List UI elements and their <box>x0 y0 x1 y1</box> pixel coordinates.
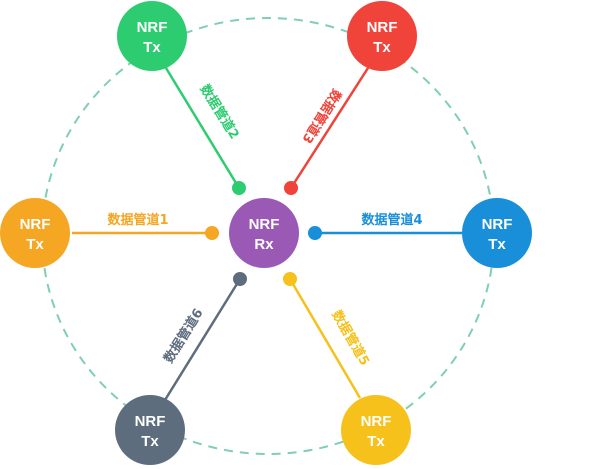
tx-node-2: NRF Tx <box>117 1 187 71</box>
tx-node-2-line2: Tx <box>143 39 161 56</box>
tx-node-2-circle <box>117 1 187 71</box>
tx-node-5-circle <box>341 395 411 465</box>
pipe-1: 数据管道1 <box>72 212 219 240</box>
tx-node-5-line1: NRF <box>361 413 392 430</box>
tx-node-6: NRF Tx <box>115 395 185 465</box>
pipe-6-line <box>163 278 242 401</box>
tx-node-3-circle <box>347 1 417 71</box>
tx-node-1: NRF Tx <box>0 198 70 268</box>
tx-node-4-circle <box>462 198 532 268</box>
pipe-5-label: 数据管道5 <box>328 308 372 369</box>
pipe-5-endpoint <box>283 272 297 286</box>
rx-node-line1: NRF <box>249 216 280 233</box>
pipe-3-line <box>289 67 370 189</box>
pipe-2-line <box>164 67 241 189</box>
pipe-1-endpoint <box>205 226 219 240</box>
pipe-4-endpoint <box>308 226 322 240</box>
pipe-2-endpoint <box>232 181 246 195</box>
pipe-6: 数据管道6 <box>161 272 247 401</box>
pipe-3-endpoint <box>284 181 298 195</box>
tx-node-6-circle <box>115 395 185 465</box>
pipe-4-label: 数据管道4 <box>361 212 422 228</box>
pipe-2: 数据管道2 <box>164 67 246 195</box>
rx-node-line2: Rx <box>254 236 274 253</box>
pipe-6-endpoint <box>233 272 247 286</box>
pipe-5-line <box>288 278 362 399</box>
tx-node-4-line1: NRF <box>482 216 513 233</box>
tx-node-6-line2: Tx <box>141 433 159 450</box>
rx-node: NRF Rx <box>229 198 299 268</box>
tx-node-3: NRF Tx <box>347 1 417 71</box>
pipe-4: 数据管道4 <box>308 212 462 240</box>
tx-node-2-line1: NRF <box>137 19 168 36</box>
tx-node-1-line1: NRF <box>20 216 51 233</box>
tx-node-1-line2: Tx <box>26 236 44 253</box>
pipe-2-label: 数据管道2 <box>196 82 242 142</box>
pipe-6-label: 数据管道6 <box>161 306 207 366</box>
tx-node-5: NRF Tx <box>341 395 411 465</box>
tx-node-3-line2: Tx <box>373 39 391 56</box>
tx-node-3-line1: NRF <box>367 19 398 36</box>
pipe-3: 数据管道3 <box>284 67 370 195</box>
pipe-1-label: 数据管道1 <box>107 212 168 228</box>
tx-node-6-line1: NRF <box>135 413 166 430</box>
pipe-5: 数据管道5 <box>283 272 373 399</box>
tx-node-5-line2: Tx <box>367 433 385 450</box>
tx-node-1-circle <box>0 198 70 268</box>
rx-node-circle <box>229 198 299 268</box>
tx-node-4-line2: Tx <box>488 236 506 253</box>
tx-node-4: NRF Tx <box>462 198 532 268</box>
